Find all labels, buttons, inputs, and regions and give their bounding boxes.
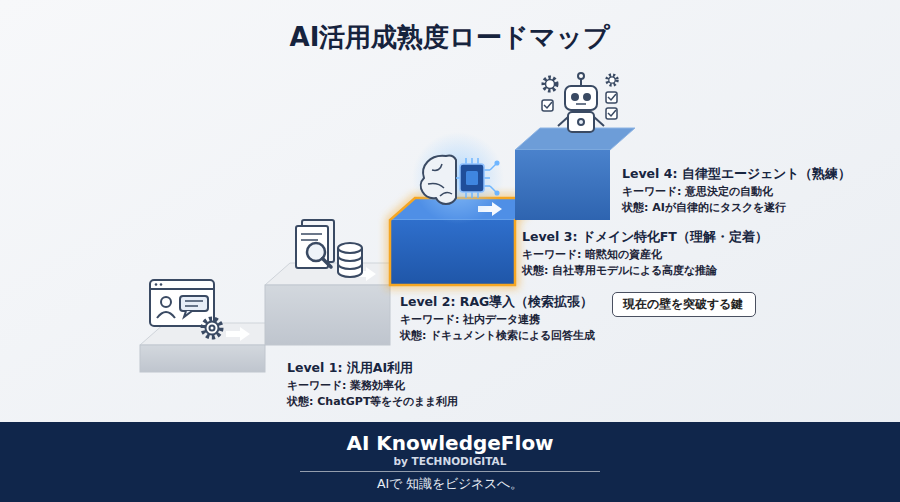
chat-window-icon [150, 280, 221, 337]
level-detail: キーワード: 業務効率化 [287, 378, 405, 393]
level-detail: キーワード: 社内データ連携 [400, 312, 540, 327]
level-detail: 状態: ChatGPT等をそのまま利用 [287, 394, 458, 409]
brand-byline: by TECHNODIGITAL [300, 455, 600, 472]
callout-box: 現在の壁を突破する鍵 [612, 292, 756, 317]
document-search-icon [296, 220, 362, 277]
level-detail: 状態: AIが自律的にタスクを遂行 [622, 200, 786, 215]
brand-name: AI KnowledgeFlow [346, 431, 553, 455]
level-detail: 状態: ドキュメント検索による回答生成 [400, 328, 595, 343]
footer-band: AI KnowledgeFlowby TECHNODIGITAL AIで 知識をビ… [0, 422, 900, 502]
level-heading: Level 4: 自律型エージェント（熟練） [622, 166, 851, 183]
brain-chip-icon [412, 132, 504, 224]
level-heading: Level 2: RAG導入（検索拡張） [400, 294, 593, 311]
level-heading: Level 3: ドメイン特化FT（理解・定着） [522, 229, 768, 246]
level-detail: キーワード: 意思決定の自動化 [622, 184, 773, 199]
level-detail: 状態: 自社専用モデルによる高度な推論 [522, 263, 717, 278]
tagline: AIで 知識をビジネスへ。 [377, 476, 523, 493]
level-heading: Level 1: 汎用AI利用 [287, 360, 413, 377]
callout-text: 現在の壁を突破する鍵 [623, 296, 745, 313]
level-detail: キーワード: 暗黙知の資産化 [522, 247, 662, 262]
step-4 [515, 128, 635, 220]
diagram-title: AI活用成熟度ロードマップ [0, 20, 900, 55]
robot-agent-icon [542, 73, 617, 132]
